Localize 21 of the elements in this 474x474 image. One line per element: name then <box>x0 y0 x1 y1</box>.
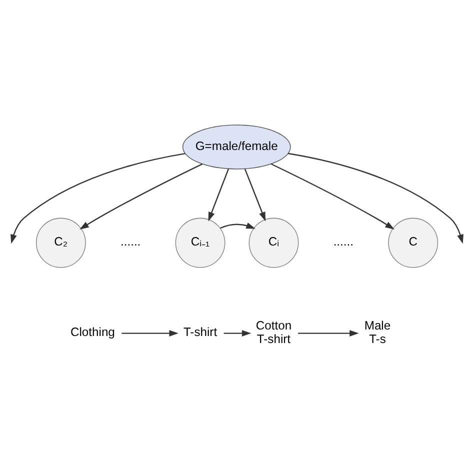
arrow <box>288 152 464 244</box>
node-text: Clothing <box>70 324 115 339</box>
node-text: Male T-s <box>364 318 391 346</box>
arrow <box>122 330 178 336</box>
label: ...... <box>120 234 141 248</box>
node-text: T-shirt <box>183 324 218 339</box>
arrow <box>10 152 186 244</box>
arrow <box>80 163 202 230</box>
node-circle: C₂ <box>36 217 86 268</box>
node-text: Cotton T-shirt <box>256 318 292 346</box>
arrow <box>298 330 359 336</box>
node-circle: C <box>388 217 438 268</box>
arrow <box>270 162 394 230</box>
node-circle: Cᵢ₋₁ <box>175 217 226 268</box>
arrow <box>244 168 266 221</box>
label: ...... <box>333 234 354 248</box>
node-circle: Cᵢ <box>248 217 299 268</box>
arrow <box>220 222 256 228</box>
arrow <box>224 330 252 336</box>
arrow <box>208 168 230 221</box>
node-ellipse: G=male/female <box>182 124 291 169</box>
